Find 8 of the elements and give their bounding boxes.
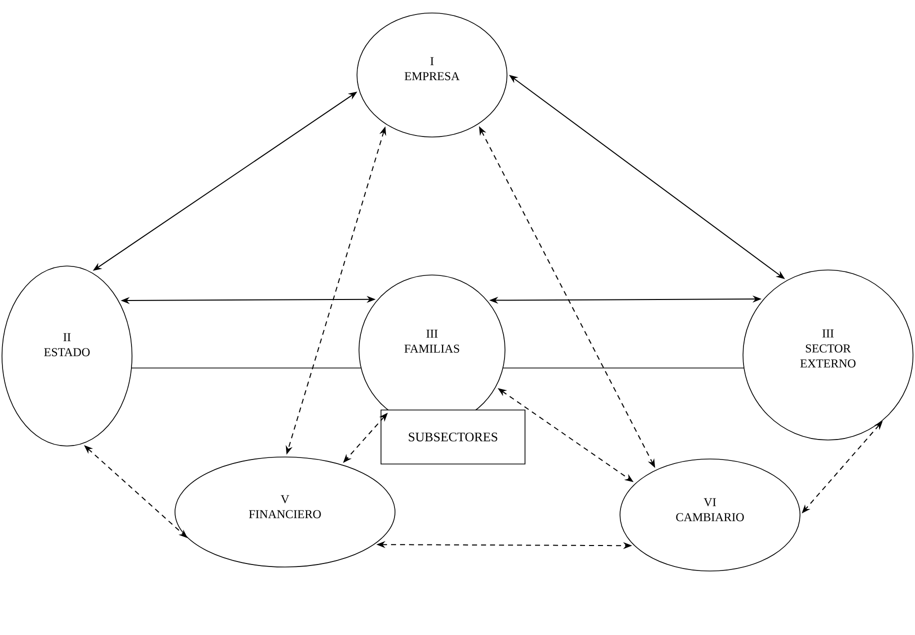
- label-box: SUBSECTORES: [380, 410, 526, 464]
- ellipse-node: V FINANCIERO: [174, 456, 396, 568]
- node-label: III: [822, 330, 834, 338]
- node-label: SECTOR EXTERNO: [800, 344, 856, 368]
- ellipse-node: III SECTOR EXTERNO: [742, 270, 914, 440]
- ellipse-node: I EMPRESA: [356, 12, 508, 138]
- ellipse-node: VI CAMBIARIO: [620, 458, 800, 572]
- ellipse-node: II ESTADO: [2, 266, 132, 446]
